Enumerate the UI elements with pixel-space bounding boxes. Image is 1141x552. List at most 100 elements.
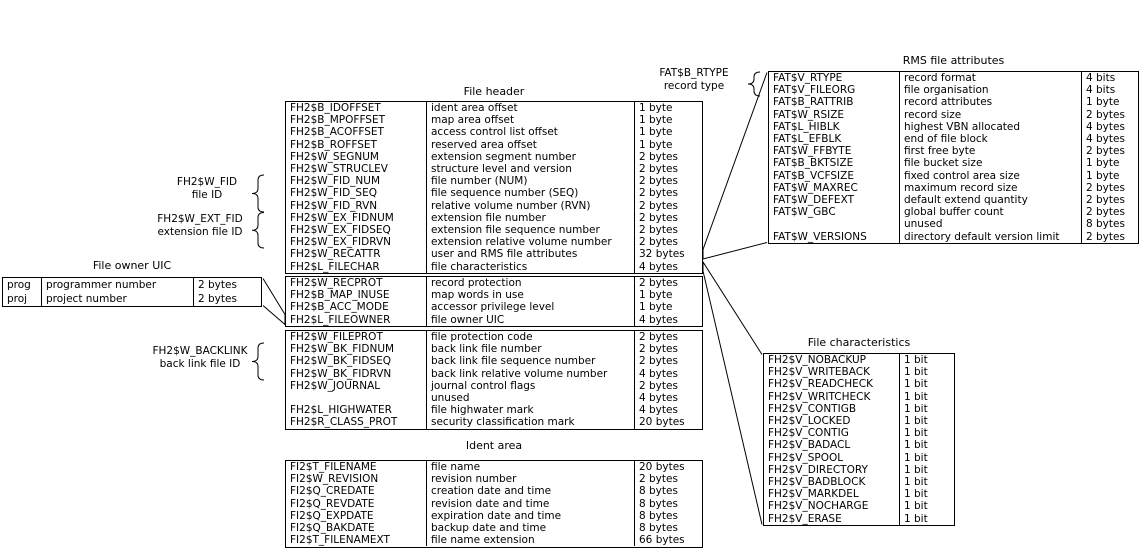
table-cell: 1 bit bbox=[899, 402, 954, 415]
table-cell: 1 byte bbox=[634, 138, 702, 151]
filechar-to-characteristics-connector bbox=[702, 260, 763, 525]
table-cell: journal control flags bbox=[426, 379, 634, 392]
table-cell: map area offset bbox=[426, 114, 634, 127]
table-cell: first free byte bbox=[899, 145, 1081, 158]
table-cell: 2 bytes bbox=[634, 355, 702, 368]
table-cell: FAT$W_MAXREC bbox=[773, 181, 858, 194]
table-cell: 8 bytes bbox=[1081, 218, 1138, 231]
table-cell: FH2$W_RECATTR bbox=[290, 248, 381, 261]
rtype-group-label-desc: record type bbox=[663, 79, 725, 92]
table-cell: FH2$V_BADBLOCK bbox=[768, 475, 866, 488]
table-cell: 8 bytes bbox=[634, 485, 702, 498]
fid-group-label: FH2$W_FID file ID bbox=[152, 176, 262, 201]
table-cell: 1 bit bbox=[899, 463, 954, 476]
table-cell: 2 bytes bbox=[634, 199, 702, 212]
table-cell: record attributes bbox=[899, 96, 1081, 109]
table-cell: extension file sequence number bbox=[426, 223, 634, 237]
table-cell: 1 byte bbox=[634, 114, 702, 127]
table-cell: 1 bit bbox=[899, 390, 954, 403]
table-cell: file sequence number (SEQ) bbox=[426, 187, 634, 200]
table-cell: 1 byte bbox=[634, 289, 702, 302]
table-cell: 2 bytes bbox=[634, 211, 702, 224]
table-row: FH2$V_WRITCHECK 1 bit bbox=[764, 390, 954, 403]
table-cell: FH2$B_MAP_INUSE bbox=[290, 289, 390, 302]
table-cell: extension relative volume number bbox=[426, 236, 634, 249]
table-cell: 2 bytes bbox=[634, 343, 702, 356]
table-cell: file owner UIC bbox=[426, 313, 634, 326]
table-cell: 32 bytes bbox=[634, 248, 702, 261]
table-cell: FAT$W_FFBYTE bbox=[773, 145, 852, 158]
table-cell: ident area offset bbox=[426, 102, 634, 115]
table-cell: 4 bytes bbox=[634, 260, 702, 273]
table-cell: 1 bit bbox=[899, 354, 954, 367]
table-cell: FH2$W_FID_SEQ bbox=[290, 187, 377, 200]
table-cell: 1 bit bbox=[899, 414, 954, 428]
rtype-group-label-name: FAT$B_RTYPE bbox=[659, 67, 729, 79]
table-cell: extension file number bbox=[426, 211, 634, 224]
table-cell: FH2$V_WRITCHECK bbox=[768, 390, 871, 403]
table-cell: FH2$B_ROFFSET bbox=[290, 138, 377, 151]
table-cell: 8 bytes bbox=[634, 497, 702, 510]
recattr-to-rms-connector bbox=[702, 72, 768, 260]
table-cell: extension segment number bbox=[426, 150, 634, 163]
table-cell: 2 bytes bbox=[193, 292, 261, 306]
table-cell: 20 bytes bbox=[634, 416, 702, 429]
table-cell: 2 bytes bbox=[634, 175, 702, 188]
table-cell: 1 bit bbox=[899, 378, 954, 391]
table-cell: 1 bit bbox=[899, 439, 954, 452]
table-cell: FH2$V_ERASE bbox=[768, 512, 842, 525]
table-cell: 66 bytes bbox=[634, 534, 702, 547]
table-cell: 1 byte bbox=[634, 102, 702, 115]
table-cell: FH2$L_FILEOWNER bbox=[290, 313, 391, 326]
table-cell: proj bbox=[7, 293, 28, 305]
ext-fid-group-label: FH2$W_EXT_FID extension file ID bbox=[140, 213, 260, 238]
table-cell: 2 bytes bbox=[1081, 230, 1138, 243]
table-cell: 2 bytes bbox=[634, 236, 702, 249]
table-cell: FI2$Q_BAKDATE bbox=[290, 522, 375, 535]
table-cell: FH2$L_HIGHWATER bbox=[290, 404, 392, 417]
backlink-group-label: FH2$W_BACKLINK back link file ID bbox=[138, 345, 262, 370]
table-cell: revision date and time bbox=[426, 497, 634, 510]
table-cell: FH2$V_DIRECTORY bbox=[768, 463, 868, 476]
table-cell: FH2$B_ACOFFSET bbox=[290, 126, 384, 139]
table-cell: FH2$W_BK_FIDSEQ bbox=[290, 355, 392, 368]
table-cell: FI2$T_FILENAMEXT bbox=[290, 534, 390, 547]
table-cell: FH2$V_MARKDEL bbox=[768, 488, 859, 501]
table-cell: relative volume number (RVN) bbox=[426, 199, 634, 212]
table-cell: back link file sequence number bbox=[426, 355, 634, 368]
table-cell: 4 bytes bbox=[634, 391, 702, 405]
backlink-group-label-name: FH2$W_BACKLINK bbox=[152, 345, 248, 357]
table-cell: back link file number bbox=[426, 343, 634, 356]
rtype-group-label: FAT$B_RTYPE record type bbox=[640, 67, 748, 92]
table-cell: FI2$Q_CREDATE bbox=[290, 485, 375, 498]
table-cell: FH2$W_BK_FIDNUM bbox=[290, 343, 395, 356]
table-cell: record protection bbox=[426, 277, 634, 290]
table-cell: FH2$W_STRUCLEV bbox=[290, 163, 388, 176]
table-cell: record format bbox=[899, 72, 1081, 85]
ext-fid-group-label-desc: extension file ID bbox=[157, 225, 243, 238]
table-cell: FH2$B_IDOFFSET bbox=[290, 102, 381, 115]
